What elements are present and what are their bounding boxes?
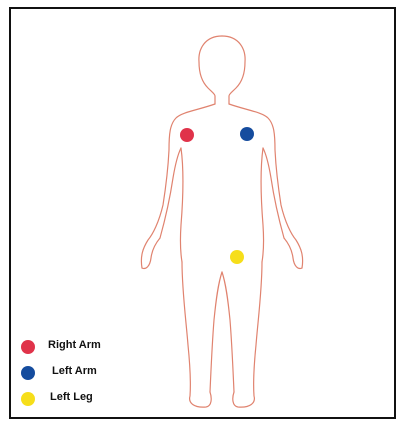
legend-dot-left-leg xyxy=(21,392,35,406)
human-body-outline xyxy=(141,36,302,407)
legend-dot-right-arm xyxy=(21,340,35,354)
legend-label-right-arm: Right Arm xyxy=(48,339,101,351)
left-arm-electrode xyxy=(240,127,254,141)
left-leg-electrode xyxy=(230,250,244,264)
legend-label-left-arm: Left Arm xyxy=(52,365,97,377)
right-arm-electrode xyxy=(180,128,194,142)
legend-label-left-leg: Left Leg xyxy=(50,391,93,403)
legend-dot-left-arm xyxy=(21,366,35,380)
